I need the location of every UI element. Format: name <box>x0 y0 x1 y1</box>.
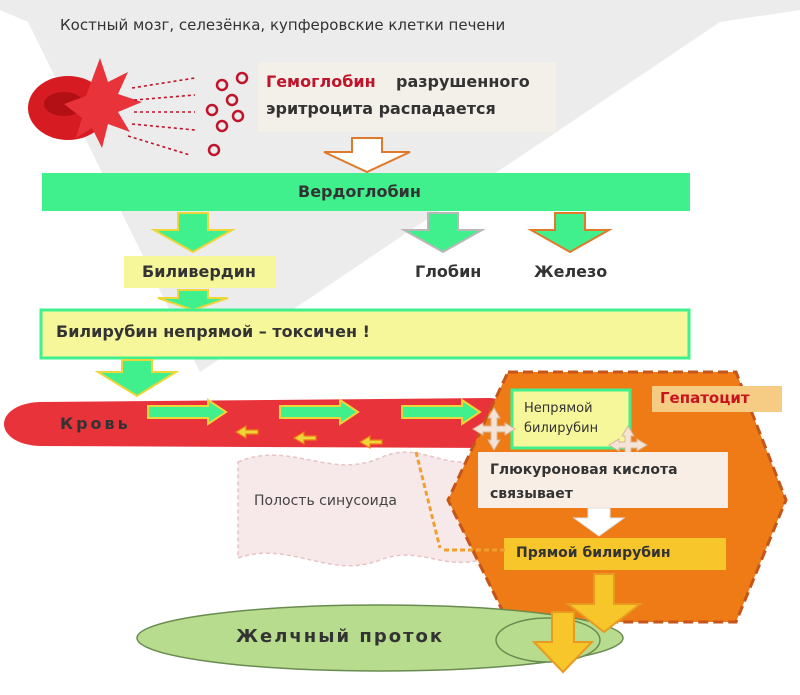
hemoglobin-line1-rest: разрушенного <box>396 72 530 91</box>
down-arrow-hollow-icon <box>323 137 411 174</box>
globin-label: Глобин <box>415 262 482 281</box>
sinusoid-label: Полость синусоида <box>254 493 398 509</box>
bilirubin-indirect-bar <box>39 308 691 360</box>
bilirubin-indirect-label: Билирубин непрямой – токсичен ! <box>56 322 370 341</box>
direct-bilirubin-box <box>504 538 726 570</box>
transport-lines <box>414 451 506 552</box>
arrow-to-direct-bilirubin-icon <box>572 507 626 537</box>
indirect-bilirubin-line1: Непрямой <box>524 401 593 416</box>
direct-bilirubin-label: Прямой билирубин <box>516 545 671 561</box>
arrow-to-globin-icon <box>400 212 486 254</box>
iron-label: Железо <box>534 262 608 281</box>
indirect-bilirubin-box <box>510 388 632 450</box>
glucuronic-line2: связывает <box>490 486 573 502</box>
header-text: Костный мозг, селезёнка, купферовские кл… <box>60 16 506 34</box>
glucuronic-box <box>478 452 728 508</box>
hemoglobin-particles <box>205 71 249 157</box>
arrow-to-iron-icon <box>527 212 613 254</box>
blood-label: Кровь <box>60 414 131 433</box>
hemoglobin-line1-red: Гемоглобин <box>266 72 376 91</box>
bile-flow-arrow-icon <box>565 573 643 634</box>
biliverdin-box <box>124 256 276 288</box>
glucuronic-line1: Глюкуроновая кислота <box>490 462 678 478</box>
arrow-to-blood-icon <box>94 359 180 398</box>
blood-return-arrows <box>234 424 383 450</box>
hepatocyte-label: Гепатоцит <box>660 389 750 407</box>
blood-vessel <box>4 398 507 448</box>
blood-flow-arrows <box>147 398 482 426</box>
verdoglobin-label: Вердоглобин <box>298 182 421 201</box>
arrow-to-biliverdin-icon <box>150 212 236 254</box>
bile-flow-arrow-2-icon <box>531 611 595 674</box>
hemoglobin-line2: эритроцита распадается <box>266 99 496 118</box>
bile-duct-label: Желчный проток <box>236 626 445 647</box>
bile-duct <box>136 604 624 672</box>
biliverdin-label: Биливердин <box>142 262 256 281</box>
hemoglobin-box <box>258 62 556 132</box>
dotted-arrows <box>127 77 196 156</box>
arrow-to-bilirubin-icon <box>157 289 229 312</box>
indirect-bilirubin-line2: билирубин <box>524 421 599 436</box>
erythrocyte-icon <box>28 58 142 148</box>
verdoglobin-bar <box>42 173 690 211</box>
hepatocyte-label-box <box>652 386 782 412</box>
